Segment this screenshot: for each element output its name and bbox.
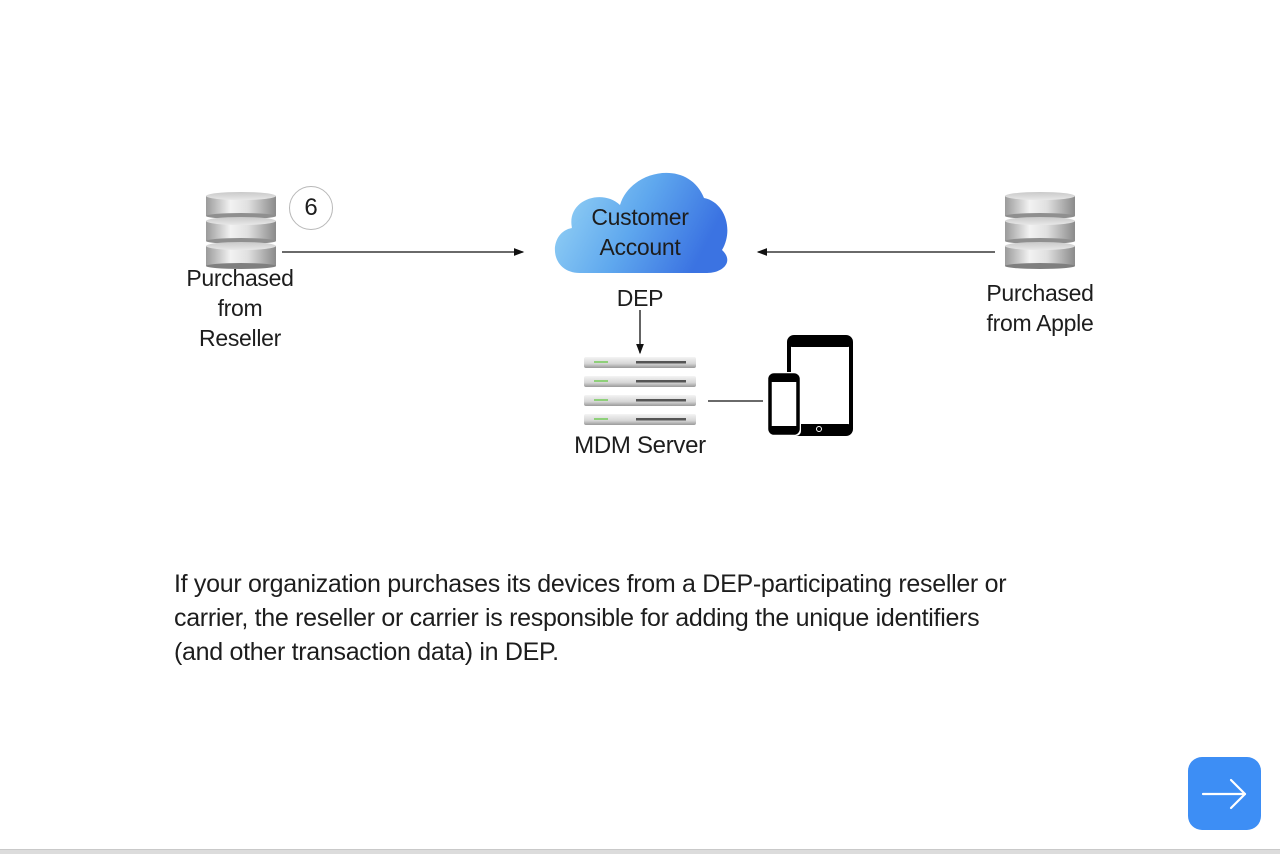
mdm-server-label: MDM Server <box>574 432 706 459</box>
description-line: carrier, the reseller or carrier is resp… <box>174 604 980 632</box>
arrow-right-icon <box>1201 778 1246 809</box>
description-line: (and other transaction data) in DEP. <box>174 638 559 666</box>
customer-account-label: Customer Account <box>560 202 720 262</box>
bottom-divider <box>0 849 1280 854</box>
apple-label-line: from Apple <box>986 310 1094 336</box>
description-line: If your organization purchases its devic… <box>174 570 1007 598</box>
database-icon-apple <box>1005 192 1075 269</box>
apple-label: Purchased from Apple <box>960 278 1120 338</box>
reseller-label: Purchased from Reseller <box>160 263 320 353</box>
dep-label: DEP <box>616 285 664 311</box>
description-text: If your organization purchases its devic… <box>174 567 1134 669</box>
database-icon-reseller <box>206 192 276 269</box>
server-rack-icon <box>584 357 696 425</box>
iphone-icon <box>767 372 801 436</box>
cloud-label-line: Account <box>599 234 681 260</box>
ipad-icon <box>787 335 853 436</box>
reseller-label-line: Reseller <box>199 325 281 351</box>
apple-label-line: Purchased <box>986 280 1094 306</box>
cloud-label-line: Customer <box>591 204 689 230</box>
next-button[interactable] <box>1188 757 1261 830</box>
reseller-label-line: from <box>217 295 263 321</box>
cloud-icon <box>554 172 728 274</box>
reseller-label-line: Purchased <box>186 265 294 291</box>
step-number-badge: 6 <box>289 186 333 230</box>
step-number: 6 <box>304 194 318 221</box>
